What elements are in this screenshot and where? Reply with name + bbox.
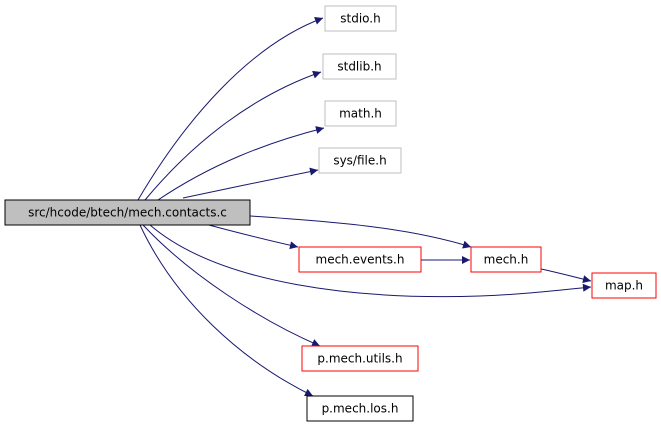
edge-root-to-math xyxy=(157,126,325,201)
edge-root-to-mech xyxy=(249,215,472,249)
node-stdio: stdio.h xyxy=(324,5,397,32)
node-p-mech-utils-label: p.mech.utils.h xyxy=(317,352,402,366)
node-math: math.h xyxy=(324,100,397,127)
node-stdio-label: stdio.h xyxy=(340,12,380,26)
node-map-label: map.h xyxy=(605,279,643,293)
edges xyxy=(137,17,592,397)
edge-root-to-utils xyxy=(142,224,321,347)
node-stdlib: stdlib.h xyxy=(322,53,397,80)
edge-root-to-stdio xyxy=(137,17,324,201)
edge-root-to-los xyxy=(139,224,314,397)
node-sysfile-label: sys/file.h xyxy=(333,154,386,168)
edge-root-to-map xyxy=(149,224,592,298)
node-p-mech-los[interactable]: p.mech.los.h xyxy=(306,395,414,422)
edge-root-to-stdlib xyxy=(144,70,322,201)
node-mech[interactable]: mech.h xyxy=(470,246,542,273)
node-p-mech-los-label: p.mech.los.h xyxy=(322,402,399,416)
node-root[interactable]: src/hcode/btech/mech.contacts.c xyxy=(4,199,251,226)
node-stdlib-label: stdlib.h xyxy=(337,60,381,74)
node-math-label: math.h xyxy=(339,107,382,121)
node-mech-label: mech.h xyxy=(484,253,529,267)
node-mech-events-label: mech.events.h xyxy=(316,253,405,267)
node-sysfile: sys/file.h xyxy=(318,147,402,174)
node-mech-events[interactable]: mech.events.h xyxy=(298,246,422,273)
edge-mech-to-map xyxy=(540,268,592,284)
node-p-mech-utils[interactable]: p.mech.utils.h xyxy=(301,345,419,372)
node-root-label: src/hcode/btech/mech.contacts.c xyxy=(28,206,227,220)
edge-root-to-sysfile xyxy=(182,167,319,199)
node-map[interactable]: map.h xyxy=(591,272,657,299)
edge-root-to-events xyxy=(204,223,299,250)
